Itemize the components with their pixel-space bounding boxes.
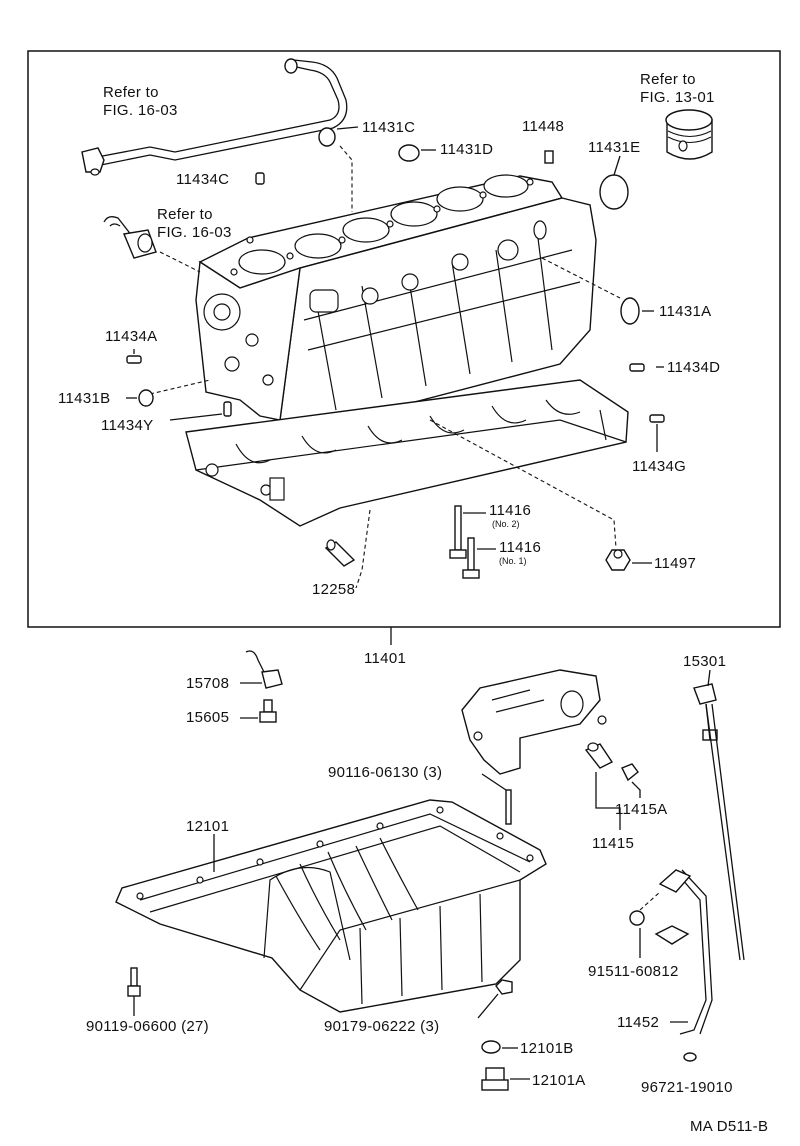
label-11416-no2: 11416 <box>489 502 531 519</box>
plug-11431B <box>138 389 154 407</box>
label-11431E: 11431E <box>588 139 640 156</box>
pin-11434D <box>629 363 645 372</box>
label-11431A: 11431A <box>659 303 711 320</box>
label-15301: 15301 <box>683 653 726 670</box>
pin-11434G <box>649 414 665 423</box>
label-11415A: 11415A <box>615 801 667 818</box>
label-15708: 15708 <box>186 675 229 692</box>
label-11401: 11401 <box>364 650 406 667</box>
label-11431D: 11431D <box>440 141 493 158</box>
breather-pipe <box>81 58 348 176</box>
sleeve-12258 <box>324 539 356 567</box>
nut-90179 <box>495 979 513 995</box>
label-11434G: 11434G <box>632 458 686 475</box>
piston-reference <box>665 109 713 160</box>
stud-90116 <box>505 789 512 825</box>
plug-11431C <box>318 127 336 147</box>
refer-b-line2: FIG. 16-03 <box>157 224 232 241</box>
label-11415: 11415 <box>592 835 634 852</box>
label-11416-no2-sub: (No. 2) <box>492 519 520 529</box>
dipstick-15301 <box>693 683 745 961</box>
bolt-15605 <box>259 699 277 723</box>
label-11497: 11497 <box>654 555 696 572</box>
refer-c-line1: Refer to <box>640 71 696 88</box>
label-11452: 11452 <box>617 1014 659 1031</box>
oil-pan-12101 <box>115 799 547 1013</box>
cylinder-block-frame <box>27 50 781 628</box>
hose-fitting <box>103 216 157 259</box>
label-90179: 90179-06222 (3) <box>324 1018 439 1035</box>
plug-11415A <box>621 763 639 782</box>
label-90116: 90116-06130 (3) <box>328 764 442 781</box>
relief-valve-11415 <box>584 742 614 769</box>
bolt-90119 <box>127 967 141 997</box>
label-11416-no1-sub: (No. 1) <box>499 556 527 566</box>
pin-11434C <box>255 172 265 185</box>
sensor-15708 <box>245 650 283 689</box>
pin-11434A <box>126 355 142 364</box>
label-96721: 96721-19010 <box>641 1079 733 1096</box>
pin-11434Y <box>223 401 232 417</box>
label-12101A: 12101A <box>532 1072 586 1089</box>
refer-c-line2: FIG. 13-01 <box>640 89 715 106</box>
plug-11497 <box>605 549 631 571</box>
label-11431C: 11431C <box>362 119 415 136</box>
label-11434A: 11434A <box>105 328 157 345</box>
label-12258: 12258 <box>312 581 355 598</box>
pin-11448 <box>544 150 554 164</box>
refer-a-line2: FIG. 16-03 <box>103 102 178 119</box>
label-90119: 90119-06600 (27) <box>86 1018 209 1035</box>
plug-11431D <box>398 144 420 162</box>
label-11434C: 11434C <box>176 171 229 188</box>
plug-11431A <box>620 297 640 325</box>
lower-crankcase <box>185 379 629 527</box>
cylinder-block <box>195 174 597 433</box>
label-11431B: 11431B <box>58 390 110 407</box>
refer-b-line1: Refer to <box>157 206 213 223</box>
label-11434Y: 11434Y <box>101 417 153 434</box>
drain-plug-12101A <box>481 1067 509 1091</box>
label-12101: 12101 <box>186 818 229 835</box>
gasket-12101B <box>481 1040 501 1054</box>
bolt-11416-no2 <box>449 505 486 559</box>
diagram-code: MA D511-B <box>690 1118 768 1135</box>
oring-96721 <box>683 1052 697 1062</box>
plug-11431E <box>599 174 629 210</box>
label-11448: 11448 <box>522 118 564 135</box>
oil-pump-outlet <box>461 669 607 775</box>
label-12101B: 12101B <box>520 1040 574 1057</box>
oil-pipe-11452 <box>654 869 713 1035</box>
label-15605: 15605 <box>186 709 229 726</box>
refer-a-line1: Refer to <box>103 84 159 101</box>
label-91511: 91511-60812 <box>588 963 679 980</box>
bolt-91511 <box>629 910 645 926</box>
label-11416-no1: 11416 <box>499 539 541 556</box>
label-11434D: 11434D <box>667 359 720 376</box>
bolt-11416-no1 <box>462 537 496 579</box>
